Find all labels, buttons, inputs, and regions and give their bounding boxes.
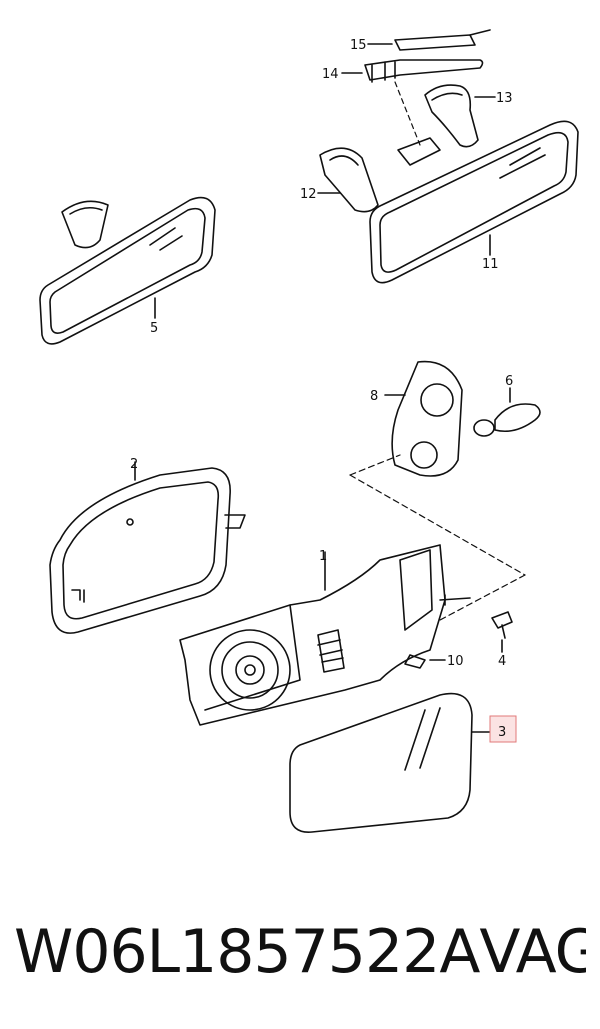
callout-10: 10 — [447, 654, 464, 669]
brand-label: VAG — [479, 917, 586, 987]
cover-12 — [317, 147, 379, 213]
exploded-parts-diagram: 1 2 3 4 5 6 8 10 11 12 13 14 15 — [39, 29, 579, 833]
bracket-plate-8 — [384, 360, 463, 477]
callout-12: 12 — [300, 187, 317, 202]
part-number: W06L1857522A — [14, 917, 480, 987]
interior-mirror-11 — [369, 120, 579, 284]
callout-3-highlight — [489, 715, 517, 743]
part-number-footer: W06L1857522A VAG — [14, 912, 586, 992]
strip-15 — [367, 29, 491, 51]
screw-4 — [491, 611, 513, 653]
bracket-14 — [341, 59, 484, 83]
bulb-6 — [473, 387, 541, 437]
callout-13: 13 — [496, 91, 513, 106]
mirror-glass-3 — [289, 692, 491, 833]
callout-6: 6 — [505, 374, 513, 389]
mirror-base-1 — [179, 544, 471, 726]
mirror-housing-2 — [49, 461, 246, 634]
callout-8: 8 — [370, 389, 378, 404]
callout-2: 2 — [130, 457, 138, 472]
callout-5: 5 — [150, 321, 158, 336]
callout-4: 4 — [498, 654, 506, 669]
callout-1: 1 — [319, 549, 327, 564]
interior-mirror-5 — [39, 196, 216, 345]
callout-15: 15 — [350, 38, 367, 53]
callout-3: 3 — [498, 725, 506, 740]
callout-11: 11 — [482, 257, 499, 272]
callout-14: 14 — [322, 67, 339, 82]
cover-13 — [424, 84, 496, 148]
